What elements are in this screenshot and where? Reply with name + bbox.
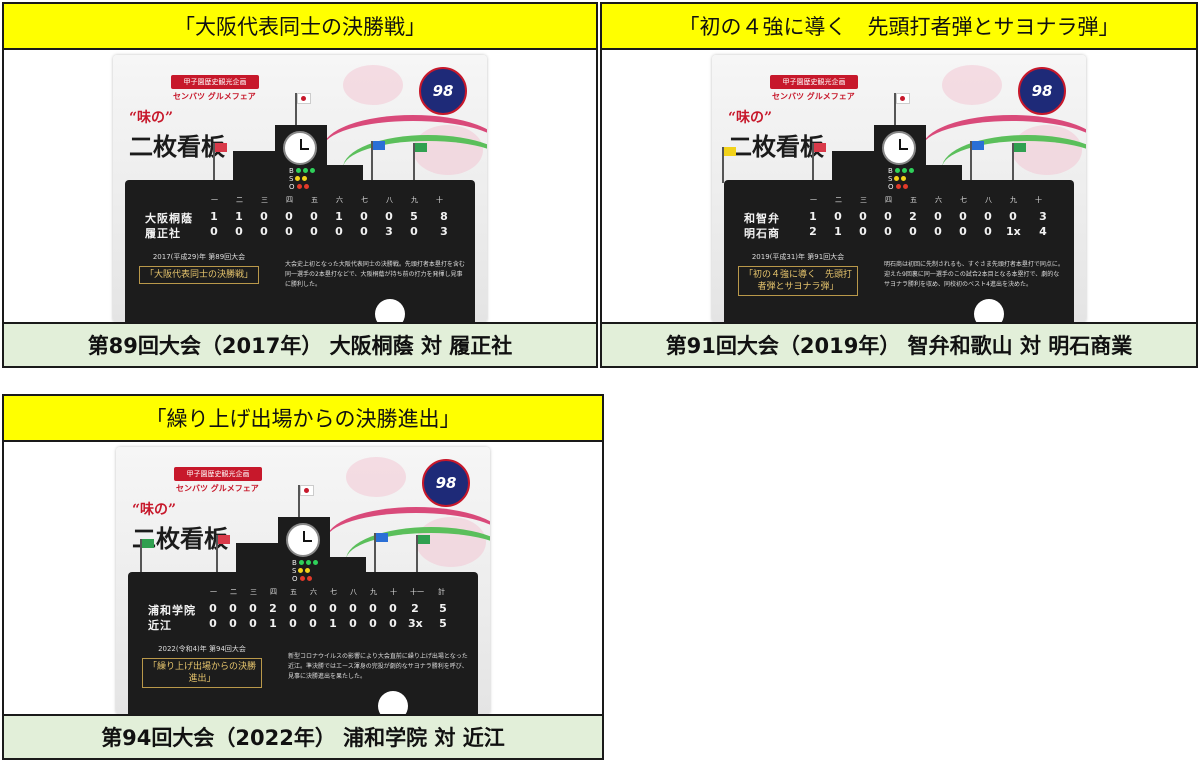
brand-name: センバツ グルメフェア (173, 92, 256, 101)
flag-icon (416, 535, 430, 575)
bso-indicator: B S O (888, 167, 928, 191)
flag-icon (295, 93, 311, 129)
card-2019: 「初の４強に導く 先頭打者弾とサヨナラ弾」 甲子園歴史観光企画 センバツ グルメ… (600, 2, 1198, 368)
board-caption: 2022(令和4)年 第94回大会 「繰り上げ出場からの決勝進出」 (142, 644, 262, 688)
event-banner: 甲子園歴史観光企画 (171, 75, 259, 89)
tournament-badge: 98 (1018, 67, 1066, 115)
product-logo: “味の” 二枚看板 (728, 110, 824, 161)
card-title: 「初の４強に導く 先頭打者弾とサヨナラ弾」 (602, 4, 1196, 50)
board-caption: 2017(平成29)年 第89回大会 「大阪代表同士の決勝戦」 (139, 252, 259, 284)
clock-icon (882, 131, 916, 165)
scoreboard (128, 572, 478, 714)
flag-icon (140, 539, 154, 575)
flag-icon (894, 93, 910, 129)
card-2017: 「大阪代表同士の決勝戦」 甲子園歴史観光企画 センバツ グルメフェア “味の” … (2, 2, 598, 368)
brand-name: センバツ グルメフェア (772, 92, 855, 101)
brand-name: センバツ グルメフェア (176, 484, 259, 493)
card-title: 「繰り上げ出場からの決勝進出」 (4, 396, 602, 442)
clear-file-panel: 甲子園歴史観光企画 センバツ グルメフェア “味の” 二枚看板 98 B S O… (113, 55, 487, 322)
product-photo: 甲子園歴史観光企画 センバツ グルメフェア “味の” 二枚看板 98 B S O (4, 442, 602, 714)
board-description: 新型コロナウイルスの影響により大会直前に繰り上げ出場となった近江。準決勝ではエー… (288, 653, 468, 680)
flag-icon (371, 141, 385, 181)
clock-icon (283, 131, 317, 165)
card-caption: 第89回大会（2017年） 大阪桐蔭 対 履正社 (4, 322, 596, 366)
clear-file-panel: 甲子園歴史観光企画 センバツ グルメフェア “味の” 二枚看板 98 B S O (712, 55, 1086, 322)
flag-icon (1012, 143, 1026, 183)
bso-indicator: B S O (289, 167, 329, 191)
flag-icon (298, 485, 314, 521)
flag-icon (374, 533, 388, 573)
product-logo: “味の” 二枚看板 (129, 110, 225, 161)
clock-icon (286, 523, 320, 557)
flag-icon (216, 535, 230, 575)
card-caption: 第94回大会（2022年） 浦和学院 対 近江 (4, 714, 602, 758)
bso-indicator: B S O (292, 559, 332, 583)
event-banner: 甲子園歴史観光企画 (174, 467, 262, 481)
product-photo: 甲子園歴史観光企画 センバツ グルメフェア “味の” 二枚看板 98 B S O (602, 50, 1196, 322)
event-banner: 甲子園歴史観光企画 (770, 75, 858, 89)
card-2022: 「繰り上げ出場からの決勝進出」 甲子園歴史観光企画 センバツ グルメフェア “味… (2, 394, 604, 760)
tournament-badge: 98 (422, 459, 470, 507)
flag-icon (970, 141, 984, 181)
board-caption: 2019(平成31)年 第91回大会 「初の４強に導く 先頭打者弾とサヨナラ弾」 (738, 252, 858, 296)
board-description: 明石商は初回に先制されるも、すぐさま先頭打者本塁打で同点に。迎えた9回裏に同一選… (884, 261, 1064, 288)
card-title: 「大阪代表同士の決勝戦」 (4, 4, 596, 50)
card-caption: 第91回大会（2019年） 智弁和歌山 対 明石商業 (602, 322, 1196, 366)
clear-file-panel: 甲子園歴史観光企画 センバツ グルメフェア “味の” 二枚看板 98 B S O (116, 447, 490, 714)
product-photo: 甲子園歴史観光企画 センバツ グルメフェア “味の” 二枚看板 98 B S O… (4, 50, 596, 322)
flag-icon (722, 147, 736, 183)
scoreboard (125, 180, 475, 322)
tournament-badge: 98 (419, 67, 467, 115)
scoreboard (724, 180, 1074, 322)
flag-icon (213, 143, 227, 183)
flag-icon (812, 143, 826, 183)
flag-icon (413, 143, 427, 183)
board-description: 大会史上初となった大阪代表同士の決勝戦。先頭打者本塁打を含む同一選手の2本塁打な… (285, 261, 465, 288)
product-logo: “味の” 二枚看板 (132, 502, 228, 553)
